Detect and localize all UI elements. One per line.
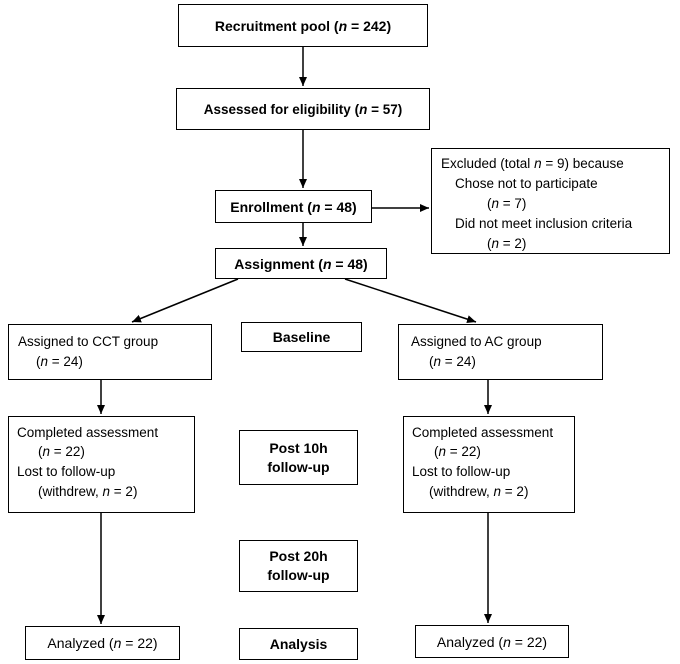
enrollment-label: Enrollment (n = 48) [230, 198, 357, 215]
phase-post20-line2: follow-up [267, 567, 330, 583]
right-lost-label: Lost to follow-up [412, 464, 511, 479]
right-completed-label: Completed assessment [412, 425, 554, 440]
phase-post10-line1: Post 10h [269, 439, 328, 456]
phase-post20-box: Post 20h follow-up [239, 540, 358, 592]
left-analyzed-label: Analyzed (n = 22) [47, 635, 158, 651]
assignment-label: Assignment (n = 48) [234, 255, 368, 272]
excluded-declined-count: (n = 7) [487, 196, 527, 211]
right-completed-box: Completed assessment (n = 22) Lost to fo… [403, 416, 575, 513]
ac-group-count: (n = 24) [429, 354, 476, 369]
recruitment-pool-box: Recruitment pool (n = 242) [178, 4, 428, 47]
excluded-criteria-count: (n = 2) [487, 236, 527, 251]
phase-baseline-label: Baseline [272, 329, 331, 345]
phase-analysis-box: Analysis [239, 628, 358, 660]
left-analyzed-box: Analyzed (n = 22) [25, 626, 180, 660]
left-completed-count: (n = 22) [38, 444, 85, 459]
ac-group-label: Assigned to AC group [411, 334, 542, 349]
eligibility-label: Assessed for eligibility (n = 57) [203, 101, 403, 117]
recruitment-pool-label: Recruitment pool (n = 242) [214, 17, 392, 34]
phase-post20-line1: Post 20h [269, 548, 328, 564]
excluded-box: Excluded (total n = 9) because Chose not… [431, 148, 670, 254]
right-analyzed-label: Analyzed (n = 22) [436, 633, 548, 650]
phase-baseline-box: Baseline [241, 322, 362, 352]
arrow-assignment-to-ac [344, 278, 477, 323]
left-withdrew-count: (withdrew, n = 2) [38, 484, 138, 499]
ac-group-box: Assigned to AC group (n = 24) [398, 324, 603, 380]
left-lost-label: Lost to follow-up [17, 464, 116, 479]
assignment-box: Assignment (n = 48) [215, 248, 387, 279]
cct-group-box: Assigned to CCT group (n = 24) [8, 324, 212, 380]
right-withdrew-count: (withdrew, n = 2) [429, 484, 529, 499]
right-analyzed-box: Analyzed (n = 22) [415, 625, 569, 658]
excluded-reason-declined: Chose not to participate [455, 176, 598, 191]
phase-analysis-label: Analysis [269, 636, 328, 652]
eligibility-box: Assessed for eligibility (n = 57) [176, 88, 430, 130]
excluded-reason-criteria: Did not meet inclusion criteria [455, 216, 633, 231]
right-completed-count: (n = 22) [434, 444, 481, 459]
phase-post10-line2: follow-up [267, 458, 330, 475]
cct-group-label: Assigned to CCT group [18, 334, 159, 349]
left-completed-box: Completed assessment (n = 22) Lost to fo… [8, 416, 195, 513]
cct-group-count: (n = 24) [36, 354, 83, 369]
arrow-assignment-to-cct [131, 278, 239, 323]
enrollment-box: Enrollment (n = 48) [215, 190, 372, 223]
left-completed-label: Completed assessment [17, 425, 159, 440]
phase-post10-box: Post 10h follow-up [239, 430, 358, 485]
excluded-total-label: Excluded (total n = 9) because [441, 156, 624, 171]
